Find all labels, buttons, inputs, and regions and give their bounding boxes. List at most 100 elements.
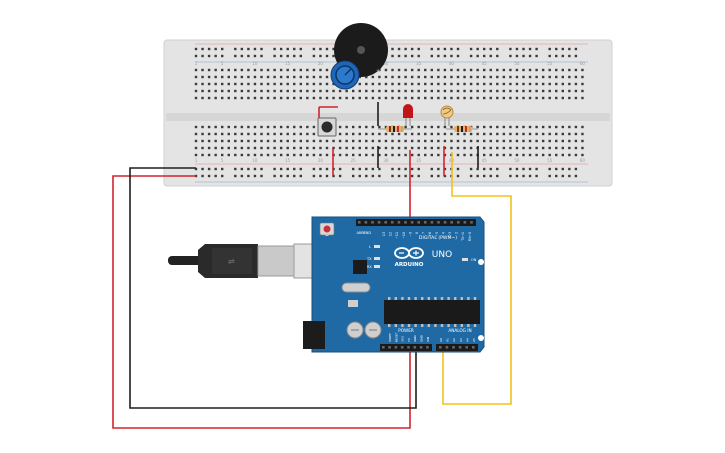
header-pin[interactable]: [410, 221, 414, 224]
header-pin[interactable]: [417, 221, 420, 224]
gnd-label: GND: [363, 231, 371, 235]
column-number: 5: [221, 61, 224, 66]
analog-header[interactable]: [436, 344, 478, 351]
crystal: [341, 282, 371, 293]
power-label: POWER: [398, 328, 414, 333]
header-pin[interactable]: [465, 346, 468, 349]
header-pin[interactable]: [470, 221, 473, 224]
column-number: 60: [580, 158, 586, 163]
resistor-2[interactable]: [446, 126, 478, 132]
header-pin[interactable]: [388, 346, 391, 349]
photoresistor[interactable]: [440, 105, 454, 126]
header-pin[interactable]: [404, 221, 407, 224]
reset-button[interactable]: [319, 222, 335, 236]
analog-pin-label: A2: [452, 338, 456, 342]
header-pin[interactable]: [472, 346, 475, 349]
power-pin-label: RESET: [394, 332, 398, 342]
resistor-1[interactable]: [378, 126, 412, 132]
analog-pin-label: A3: [459, 338, 463, 342]
header-pin[interactable]: [397, 221, 401, 224]
column-number: 60: [580, 61, 586, 66]
mount-hole: [478, 259, 484, 265]
header-pin[interactable]: [364, 221, 368, 224]
column-number: 55: [547, 158, 553, 163]
arduino-logo-icon: [394, 247, 424, 259]
column-number: 15: [285, 61, 291, 66]
analog-label: ANALOG IN: [448, 328, 471, 333]
header-pin[interactable]: [463, 221, 467, 224]
dc-power-jack[interactable]: [303, 321, 325, 349]
header-pin[interactable]: [445, 346, 449, 349]
digital-label: DIGITAL (PWM~): [419, 235, 457, 241]
header-pin[interactable]: [377, 221, 381, 224]
header-pin[interactable]: [430, 221, 434, 224]
aref-label: AREF: [356, 231, 365, 235]
header-pin[interactable]: [419, 346, 423, 349]
header-pin[interactable]: [457, 221, 460, 224]
header-pin[interactable]: [424, 221, 427, 224]
column-number: 30: [383, 158, 389, 163]
header-pin[interactable]: [391, 221, 394, 224]
mount-hole: [478, 335, 484, 341]
breadboard-holes: [194, 47, 584, 178]
digital-pin-label: 12: [389, 232, 393, 236]
power-header[interactable]: [380, 344, 432, 351]
usb-icon: ⇌: [228, 257, 235, 266]
usb-chip: [353, 260, 367, 274]
digital-pin-label: ~5: [435, 232, 439, 237]
digital-pin-label: 2: [455, 232, 459, 234]
header-pin[interactable]: [400, 346, 404, 349]
on-label: ON: [471, 258, 477, 262]
digital-pin-label: ~3: [448, 232, 452, 237]
wire-a0-yellow[interactable]: [442, 152, 512, 405]
header-pin[interactable]: [437, 221, 440, 224]
header-pin[interactable]: [443, 221, 447, 224]
column-number: 10: [252, 61, 258, 66]
header-pin[interactable]: [371, 221, 374, 224]
header-pin[interactable]: [452, 346, 455, 349]
push-button[interactable]: [317, 117, 337, 137]
header-pin[interactable]: [439, 346, 442, 349]
header-pin[interactable]: [450, 221, 453, 224]
analog-pin-label: A5: [472, 338, 476, 342]
analog-pin-label: A4: [465, 338, 469, 342]
column-number: 35: [416, 61, 422, 66]
power-pin-label: GND: [413, 334, 417, 342]
column-number: 40: [449, 61, 455, 66]
header-pin[interactable]: [384, 221, 387, 224]
column-number: 25: [351, 158, 357, 163]
digital-pin-label: TX→1: [461, 232, 465, 242]
power-pin-label: 3V3: [401, 336, 405, 342]
digital-header[interactable]: [356, 219, 476, 226]
column-number: 1: [195, 158, 198, 163]
power-pin-label: VIN: [426, 337, 430, 342]
header-pin[interactable]: [382, 346, 385, 349]
column-number: 35: [416, 158, 422, 163]
header-pin[interactable]: [458, 346, 462, 349]
wire-5v-red[interactable]: [112, 175, 411, 429]
arduino-logo-text: ARDUINO: [395, 262, 424, 268]
column-number: 10: [252, 158, 258, 163]
header-pin[interactable]: [426, 346, 429, 349]
header-pin[interactable]: [394, 346, 398, 349]
column-number: 1: [195, 61, 198, 66]
header-pin[interactable]: [358, 221, 361, 224]
led-rx: [374, 265, 380, 268]
digital-pin-label: 7: [422, 232, 426, 234]
header-pin[interactable]: [413, 346, 417, 349]
wire-gnd-black[interactable]: [129, 167, 417, 409]
red-led[interactable]: [403, 104, 413, 126]
atmega-chip: [384, 297, 480, 327]
column-number: 30: [383, 61, 389, 66]
svg-text:+: +: [376, 68, 380, 74]
digital-pin-label: ~6: [428, 232, 432, 237]
potentiometer[interactable]: [330, 60, 360, 90]
breadboard[interactable]: 1155101015152020252530303535404045455050…: [163, 39, 613, 187]
led-l-label: L: [369, 245, 371, 249]
header-pin[interactable]: [407, 346, 410, 349]
power-pin-label: 5V: [407, 337, 411, 342]
